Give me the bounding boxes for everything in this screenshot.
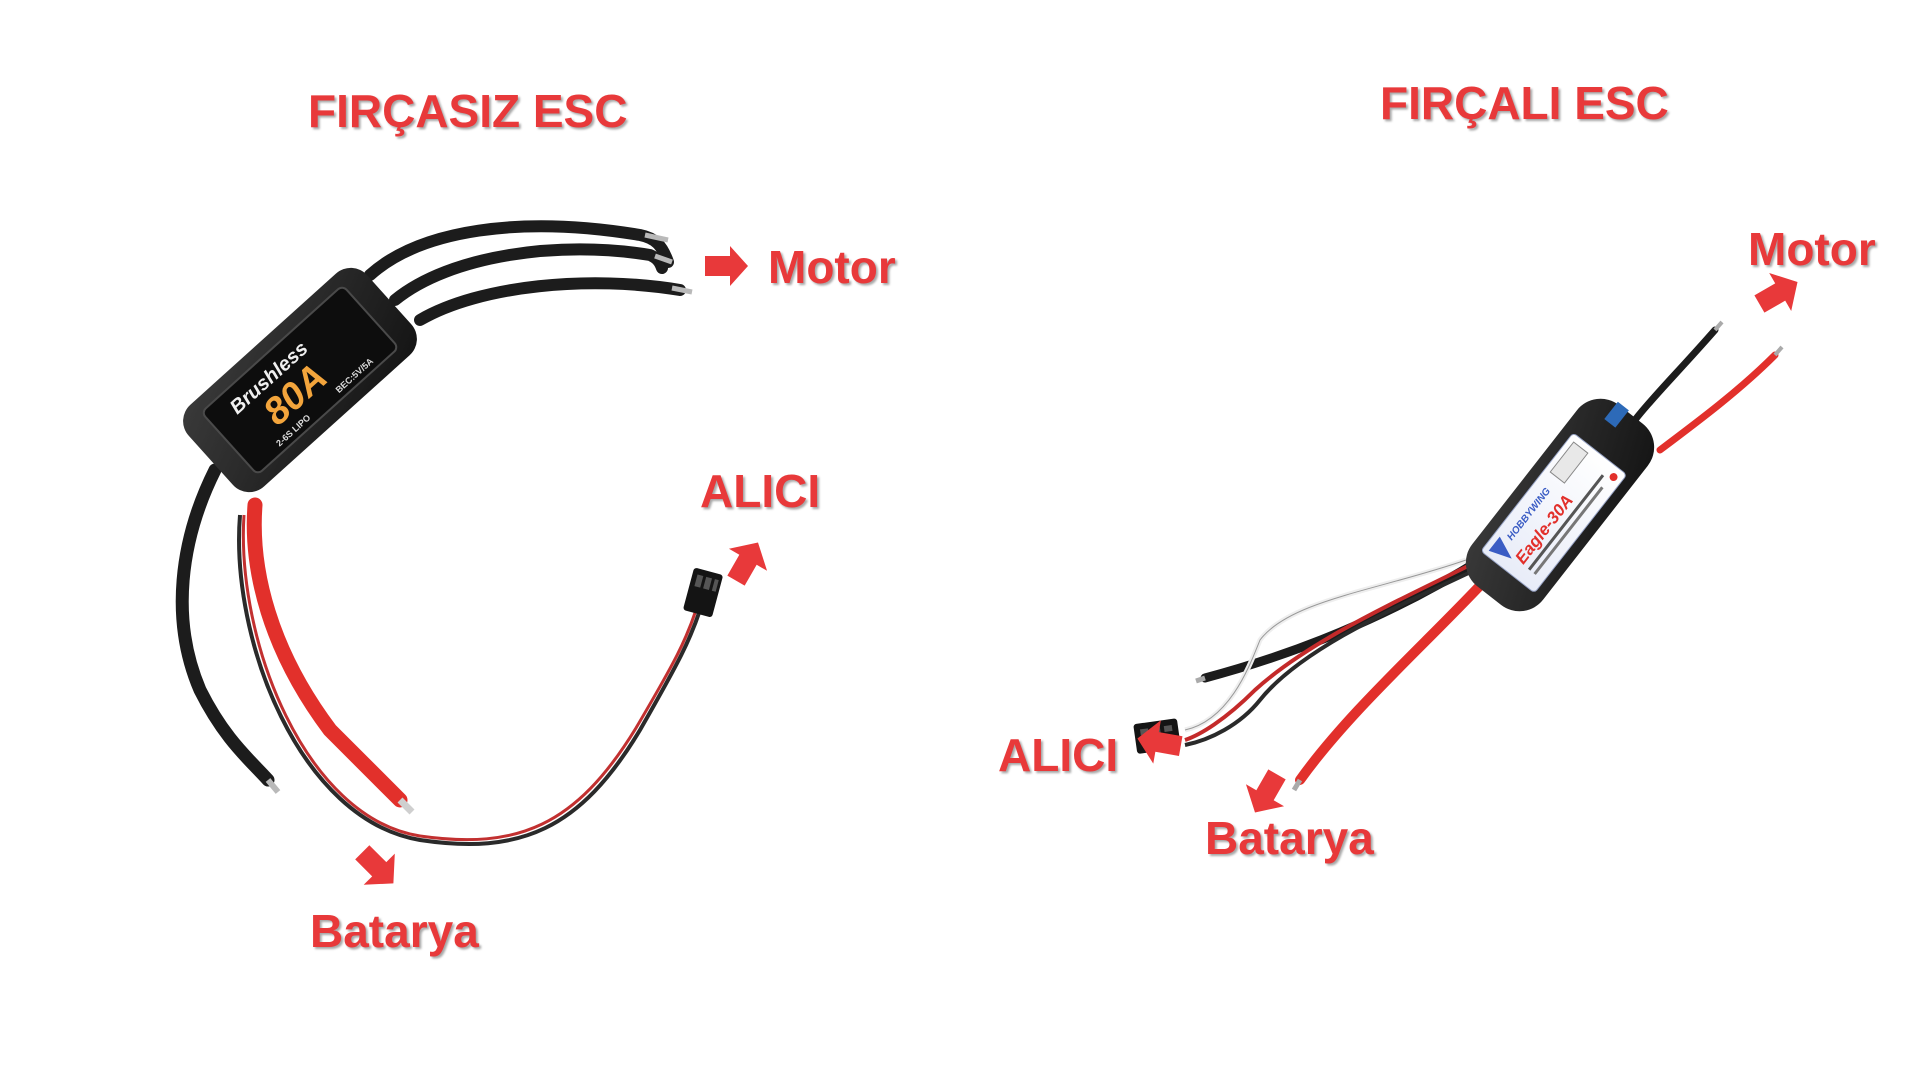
arrow-up-right-icon — [1754, 272, 1798, 313]
brushless-battery-label: Batarya — [310, 905, 479, 957]
brushed-motor-label: Motor — [1748, 223, 1876, 275]
motor-wire-2 — [389, 243, 668, 306]
battery-wire-black — [175, 463, 275, 787]
battery-wire-black — [1200, 555, 1485, 683]
arrow-up-right-icon — [727, 542, 768, 586]
brushless-motor-label: Motor — [768, 241, 896, 293]
arrow-down-left-icon — [1245, 769, 1286, 813]
motor-wire-red — [1656, 351, 1779, 454]
motor-wire-3 — [414, 277, 686, 326]
brushless-receiver-label: ALICI — [700, 465, 821, 517]
receiver-connector — [683, 568, 723, 617]
motor-wire-black — [1631, 326, 1719, 424]
brushed-esc-body: HOBBYWING Eagle-30A — [1465, 398, 1655, 612]
arrow-down-right-icon — [355, 845, 395, 885]
brushed-esc-title: FIRÇALI ESC — [1380, 77, 1669, 129]
battery-wire-red — [1295, 570, 1495, 785]
brushed-battery-label: Batarya — [1205, 812, 1374, 864]
brushless-esc-image: Brushless 80A 2-6S LIPO BEC:5V/5A — [175, 220, 723, 847]
motor-wire-1 — [364, 220, 674, 281]
brushed-esc-image: HOBBYWING Eagle-30A — [1133, 320, 1784, 792]
receiver-wire — [237, 514, 702, 847]
arrow-left-icon — [1137, 720, 1183, 764]
brushed-receiver-label: ALICI — [998, 729, 1119, 781]
battery-wire-red — [246, 497, 408, 808]
brushless-esc-title: FIRÇASIZ ESC — [308, 85, 628, 137]
signal-wire-black — [1184, 568, 1476, 747]
signal-wire-red — [1184, 563, 1471, 742]
arrow-right-icon — [705, 246, 748, 286]
